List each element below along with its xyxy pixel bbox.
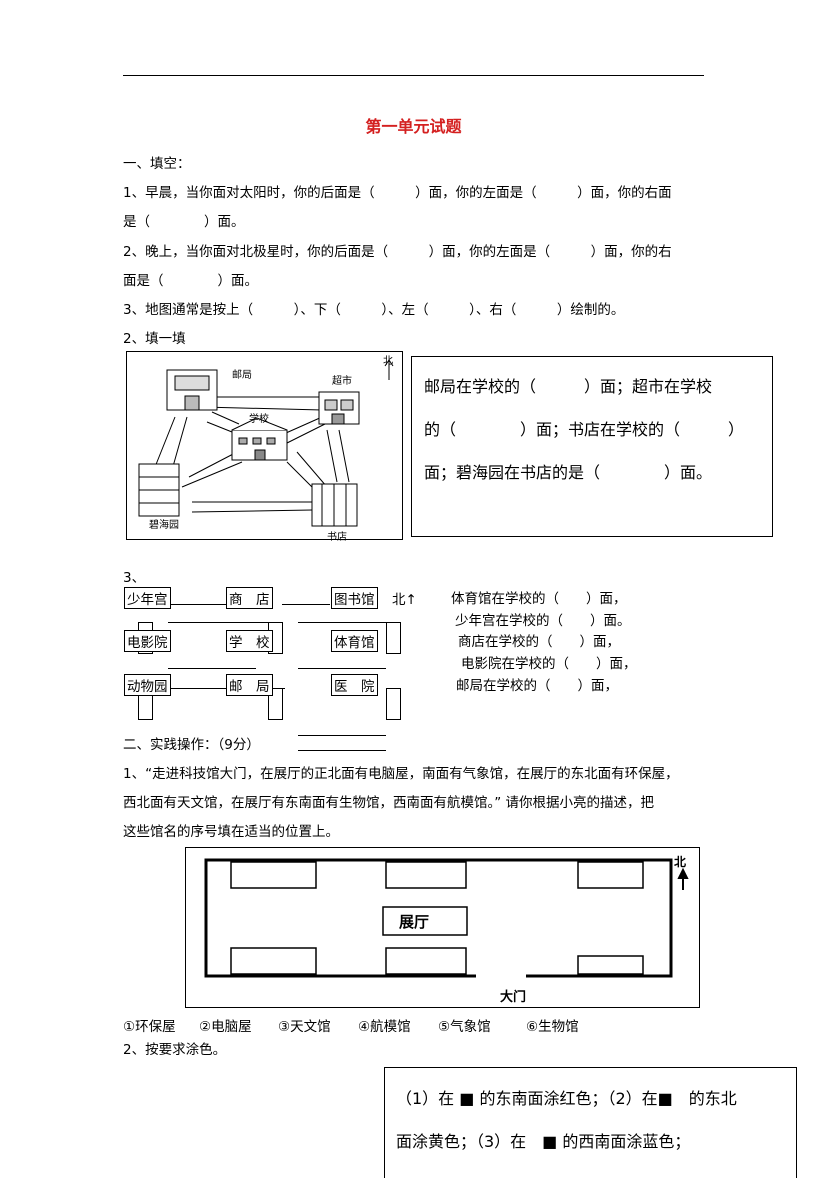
grid-label-post-office: 邮 局: [226, 674, 273, 696]
grid-line: [160, 688, 285, 689]
hall-label: 展厅: [399, 913, 430, 931]
q3-text: 3、地图通常是按上（ ）、下（ ）、左（ ）、右（ ）绘制的。: [123, 302, 625, 318]
fill-text-line3: 面；碧海园在书店的是（ ）面。: [424, 463, 713, 482]
plan-north-label: 北: [674, 855, 687, 869]
grid-label-library: 图书馆: [331, 587, 378, 609]
grid-statement-1: 体育馆在学校的（ ）面，: [451, 591, 627, 607]
map-north-label: 北: [383, 356, 393, 367]
grid-label-cinema: 电影院: [124, 630, 171, 652]
s2-q1-line3: 这些馆名的序号填在适当的位置上。: [123, 824, 339, 840]
grid-line: [168, 668, 256, 669]
fill-heading: 2、填一填: [123, 331, 186, 347]
q2-line2: 面是（ ）面。: [123, 273, 258, 289]
grid-label-hospital: 医 院: [331, 674, 378, 696]
grid-statement-5: 邮局在学校的（ ）面，: [456, 678, 618, 694]
answer-slot: [386, 622, 401, 654]
grid-line: [298, 668, 386, 669]
grid-statement-4: 电影院在学校的（ ）面，: [461, 656, 637, 672]
grid-number: 3、: [123, 570, 146, 586]
q1-line2: 是（ ）面。: [123, 214, 245, 230]
map-post-office-label: 邮局: [232, 370, 252, 381]
map-supermarket-label: 超市: [332, 376, 352, 387]
grid-line: [298, 750, 386, 751]
s2-q2: 2、按要求涂色。: [123, 1042, 227, 1058]
gate-label: 大门: [500, 990, 527, 1005]
grid-north-arrow: 北↑: [392, 592, 417, 608]
grid-line: [168, 604, 228, 605]
grid-line: [282, 604, 330, 605]
page-title: 第一单元试题: [365, 117, 462, 136]
grid-label-shop: 商 店: [226, 587, 273, 609]
floor-plan-drawing: [204, 858, 689, 978]
answer-slot: [386, 688, 401, 720]
section2-heading: 二、实践操作：（9分）: [123, 737, 260, 753]
section1-heading: 一、填空：: [123, 156, 191, 172]
s2-q1-line2: 西北面有天文馆，在展厅有东南面有生物馆，西南面有航模馆。” 请你根据小亮的描述，…: [123, 795, 655, 811]
map-illustration: 北 邮局 超市 学校 碧海园 书店: [126, 351, 403, 543]
color-task-line1: （1）在 ■ 的东南面涂红色；（2）在■ 的东北: [396, 1089, 737, 1108]
fill-text-line2: 的（ ）面；书店在学校的（ ）: [424, 420, 745, 439]
grid-statement-3: 商店在学校的（ ）面，: [458, 634, 620, 650]
grid-label-school: 学 校: [226, 630, 273, 652]
option-4: ④航模馆: [358, 1019, 411, 1035]
q2-line1: 2、晚上，当你面对北极星时，你的后面是（ ）面，你的左面是（ ）面，你的右: [123, 244, 672, 260]
fill-text-box: [411, 356, 773, 537]
fill-text-line1: 邮局在学校的（ ）面；超市在学校: [424, 377, 713, 396]
map-bihaiyuan-label: 碧海园: [149, 520, 179, 531]
grid-line: [298, 735, 386, 736]
map-drawing: [138, 359, 394, 527]
grid-label-youth-palace: 少年宫: [124, 587, 171, 609]
color-task-box: [384, 1067, 797, 1178]
map-school-label: 学校: [249, 414, 269, 425]
q1-line1: 1、早晨，当你面对太阳时，你的后面是（ ）面，你的左面是（ ）面，你的右面: [123, 185, 672, 201]
header-rule: [123, 75, 704, 76]
color-task-line2: 面涂黄色；（3）在 ■ 的西南面涂蓝色；: [396, 1132, 691, 1151]
answer-slot: [268, 688, 283, 720]
grid-line: [168, 622, 283, 623]
option-3: ③天文馆: [278, 1019, 331, 1035]
grid-label-gym: 体育馆: [331, 630, 378, 652]
map-bookstore-label: 书店: [327, 532, 347, 543]
grid-line: [298, 622, 386, 623]
s2-q1-line1: 1、“走进科技馆大门，在展厅的正北面有电脑屋，南面有气象馆，在展厅的东北面有环保…: [123, 766, 679, 782]
option-5: ⑤气象馆: [438, 1019, 491, 1035]
option-6: ⑥生物馆: [526, 1019, 579, 1035]
option-2: ②电脑屋: [199, 1019, 252, 1035]
option-1: ①环保屋: [123, 1019, 176, 1035]
grid-statement-2: 少年宫在学校的（ ）面。: [455, 613, 631, 629]
grid-label-zoo: 动物园: [124, 674, 171, 696]
floor-plan: 展厅 大门 北: [185, 847, 700, 1008]
